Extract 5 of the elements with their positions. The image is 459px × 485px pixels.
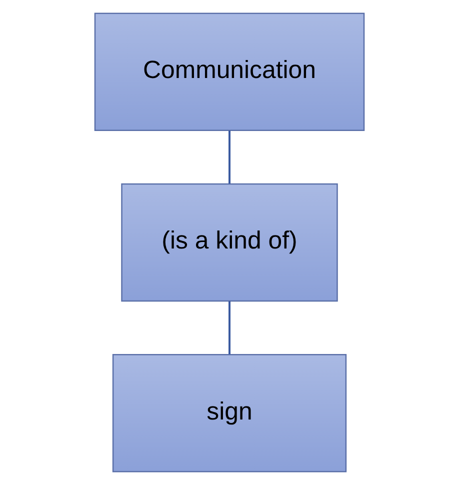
node-box: sign	[112, 354, 347, 472]
connector	[228, 301, 230, 354]
connector	[228, 130, 230, 184]
node-box: Communication	[94, 12, 365, 132]
node-box: (is a kind of)	[121, 183, 338, 302]
